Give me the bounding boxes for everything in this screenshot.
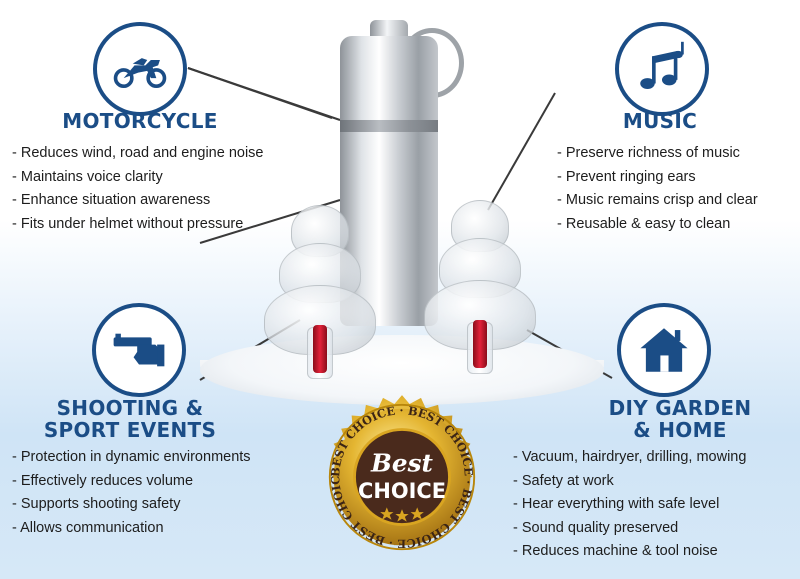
earplug-right (420, 200, 540, 380)
list-item: Enhance situation awareness (12, 189, 264, 213)
motorcycle-icon-circle (93, 22, 187, 116)
house-icon (640, 328, 688, 372)
music-notes-icon (640, 41, 684, 89)
list-item: Prevent ringing ears (557, 166, 758, 190)
list-item: Reduces machine & tool noise (513, 540, 746, 564)
earplug-left (260, 205, 380, 385)
motorcycle-heading: MOTORCYCLE (62, 109, 218, 133)
list-item: Protection in dynamic environments (12, 446, 251, 470)
list-item: Allows communication (12, 517, 251, 541)
list-item: Supports shooting safety (12, 493, 251, 517)
list-item: Reduces wind, road and engine noise (12, 142, 264, 166)
badge-script-text: Best (370, 448, 433, 477)
badge-stars (380, 507, 424, 522)
list-item: Music remains crisp and clear (557, 189, 758, 213)
music-icon-circle (615, 22, 709, 116)
best-choice-badge: BEST CHOICE · BEST CHOICE · BEST CHOICE … (307, 382, 476, 551)
connector-line-music (487, 92, 556, 211)
badge-main-text: CHOICE (358, 479, 446, 503)
list-item: Sound quality preserved (513, 517, 746, 541)
motorcycle-feature-list: Reduces wind, road and engine noise Main… (12, 142, 264, 236)
list-item: Vacuum, hairdryer, drilling, mowing (513, 446, 747, 470)
shooting-icon-circle (92, 303, 186, 397)
diy-feature-list: Vacuum, hairdryer, drilling, mowing Safe… (513, 446, 747, 564)
list-item: Preserve richness of music (557, 142, 758, 166)
list-item: Reusable & easy to clean (557, 213, 758, 237)
diy-icon-circle (617, 303, 711, 397)
shooting-feature-list: Protection in dynamic environments Effec… (12, 446, 251, 540)
earplug-case-band (340, 120, 438, 132)
list-item: Fits under helmet without pressure (12, 213, 264, 237)
list-item: Safety at work (513, 470, 746, 494)
music-heading: MUSIC (622, 109, 698, 133)
list-item: Hear everything with safe level (513, 493, 746, 517)
pedestal (200, 335, 604, 405)
motorcycle-icon (113, 58, 167, 89)
diy-heading: DIY GARDEN & HOME (608, 396, 752, 442)
list-item: Maintains voice clarity (12, 166, 264, 190)
hand-gun-icon (113, 333, 165, 367)
music-feature-list: Preserve richness of music Prevent ringi… (557, 142, 758, 236)
list-item: Effectively reduces volume (12, 470, 251, 494)
shooting-heading: SHOOTING & SPORT EVENTS (43, 396, 217, 442)
